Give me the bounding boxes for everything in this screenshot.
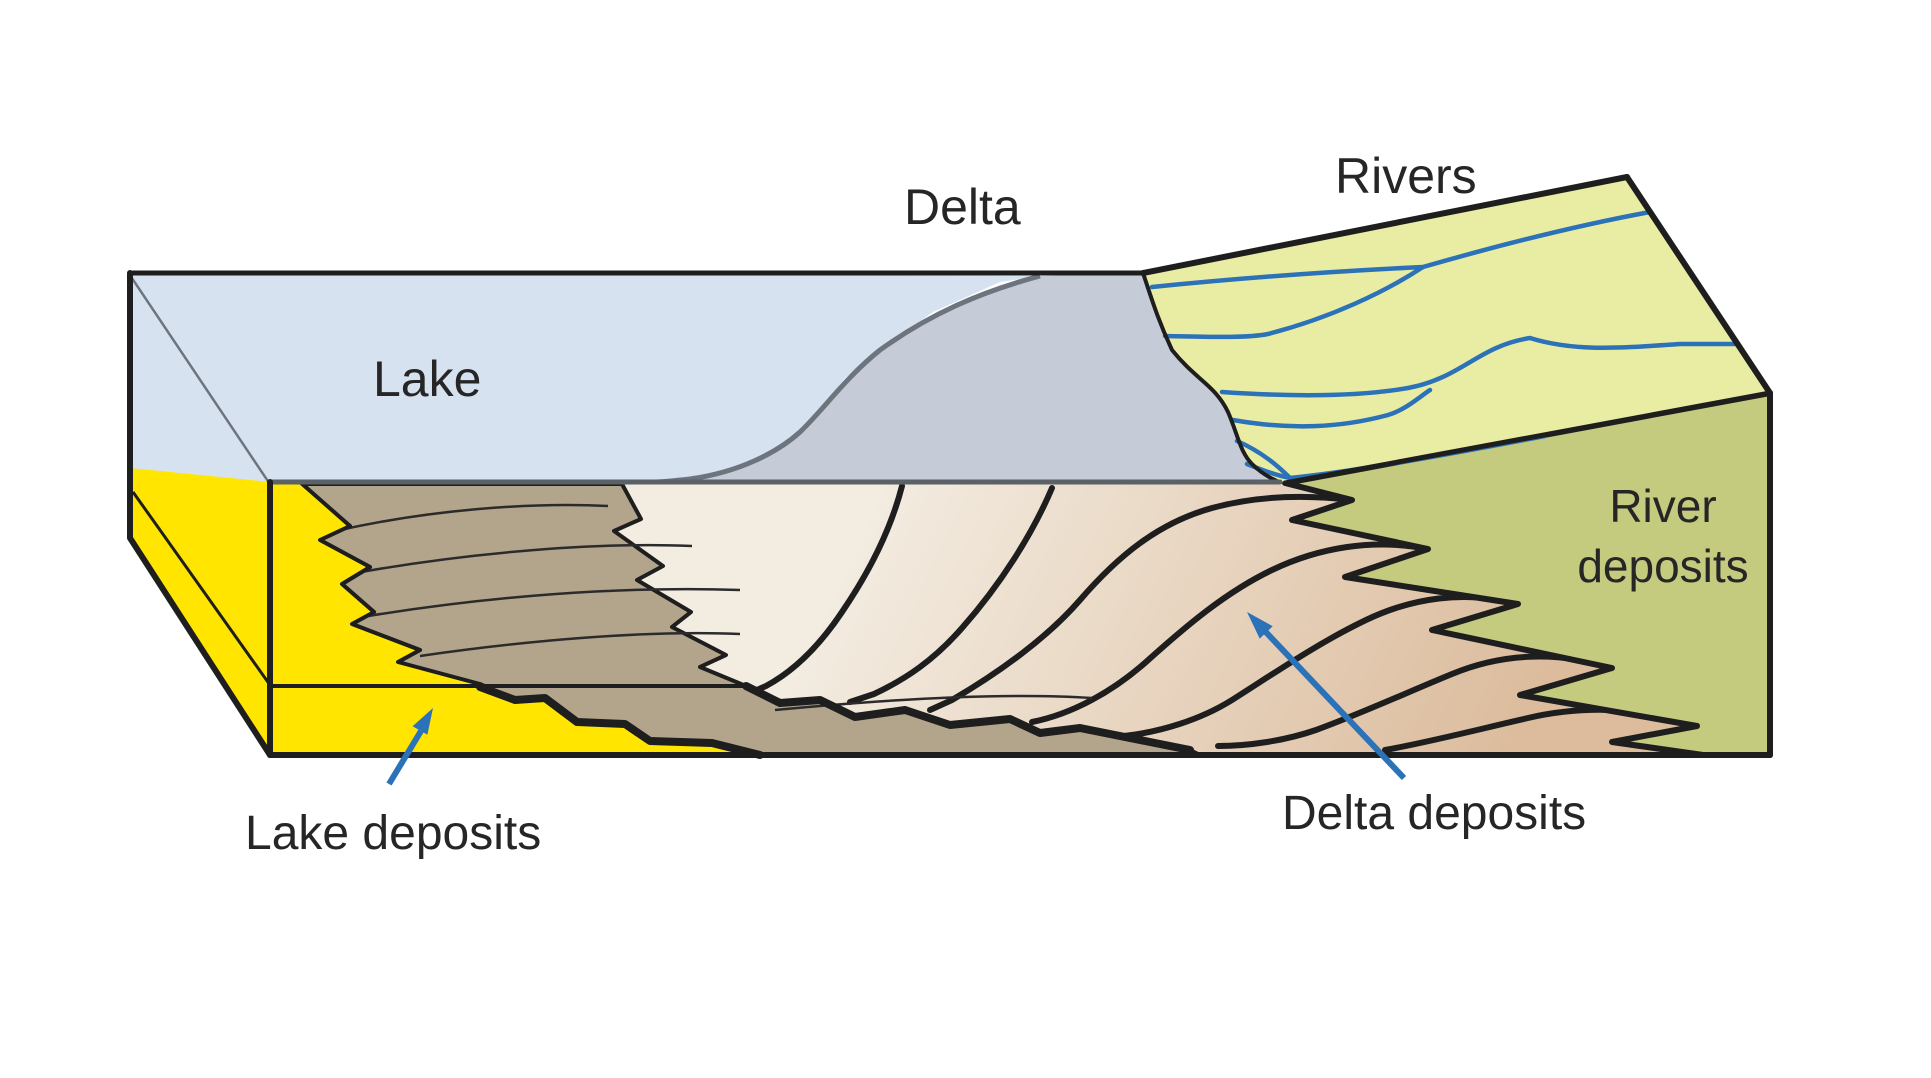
river-deposits-label-line2: deposits xyxy=(1577,540,1748,592)
river-channel xyxy=(1162,264,1426,340)
lake-surface xyxy=(130,273,1040,482)
annotation-arrows xyxy=(386,612,1407,786)
delta-deposits-arrowhead-icon xyxy=(1247,612,1273,639)
river-plain xyxy=(1143,177,1770,483)
lake-deposits-arrow xyxy=(386,708,433,786)
brown-bedding-lines xyxy=(339,503,1093,712)
rivers-right-edge xyxy=(1624,174,1773,396)
rivers-top-edge xyxy=(1140,174,1630,276)
side-face-bedding-line xyxy=(131,491,272,686)
toe-zigzag-lines xyxy=(476,682,1194,759)
river-channel xyxy=(1230,387,1433,429)
top-surface xyxy=(130,177,1770,485)
shoreline-curve xyxy=(654,273,1041,485)
lake-deposits-label: Lake deposits xyxy=(245,807,541,860)
delta-deposits-label: Delta deposits xyxy=(1282,787,1586,840)
delta-label: Delta xyxy=(904,179,1021,235)
delta-deposits-arrow xyxy=(1247,612,1407,781)
front-face-cross-section xyxy=(268,390,1773,759)
delta-plain xyxy=(655,273,1277,482)
lake-label: Lake xyxy=(373,351,481,407)
lake-deposits-arrowhead-icon xyxy=(412,708,433,735)
side-left-edges xyxy=(127,270,273,758)
river-deposits-label-line1: River xyxy=(1609,480,1716,532)
river-channel xyxy=(1219,335,1740,398)
river-channel xyxy=(1234,438,1293,481)
rivers-label: Rivers xyxy=(1335,148,1477,204)
delta-rivers-boundary xyxy=(1141,272,1278,483)
front-top-right-edge xyxy=(1282,390,1773,486)
block-outlines xyxy=(127,174,1773,758)
diagram-labels: Lake Delta Rivers River deposits Lake de… xyxy=(245,148,1749,860)
